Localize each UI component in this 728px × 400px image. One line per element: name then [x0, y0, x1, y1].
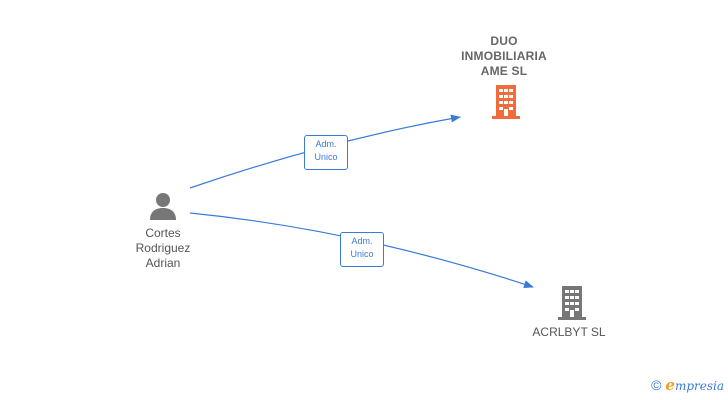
company-2-name-line-1: ACRLBYT SL	[532, 325, 606, 339]
empresia-brand: © empresia	[651, 376, 724, 394]
company-1-name-line-3: AME SL	[480, 64, 528, 78]
person-name-line-2: Rodriguez	[135, 241, 191, 255]
edge-label-1-line-1: Adm.	[315, 139, 337, 149]
company-1-name-line-1: DUO	[490, 34, 518, 48]
edge-label-2[interactable]: Adm. Unico	[340, 232, 384, 267]
person-name[interactable]: Cortes Rodriguez Adrian	[111, 226, 215, 271]
building-icon[interactable]	[490, 83, 522, 124]
edge-label-1-line-2: Unico	[314, 152, 338, 162]
edge-label-1[interactable]: Adm. Unico	[304, 135, 348, 170]
person-icon[interactable]	[148, 191, 178, 226]
empresia-logo: empresia	[665, 376, 724, 394]
edge-label-2-line-2: Unico	[350, 249, 374, 259]
company-2-name[interactable]: ACRLBYT SL	[514, 325, 624, 340]
company-1-name-line-2: INMOBILIARIA	[461, 49, 547, 63]
building-icon[interactable]	[556, 284, 588, 325]
person-name-line-3: Adrian	[145, 256, 181, 270]
company-1-name[interactable]: DUO INMOBILIARIA AME SL	[444, 34, 564, 79]
copyright-icon: ©	[651, 377, 662, 393]
person-name-line-1: Cortes	[145, 226, 181, 240]
edge-label-2-line-1: Adm.	[351, 236, 373, 246]
